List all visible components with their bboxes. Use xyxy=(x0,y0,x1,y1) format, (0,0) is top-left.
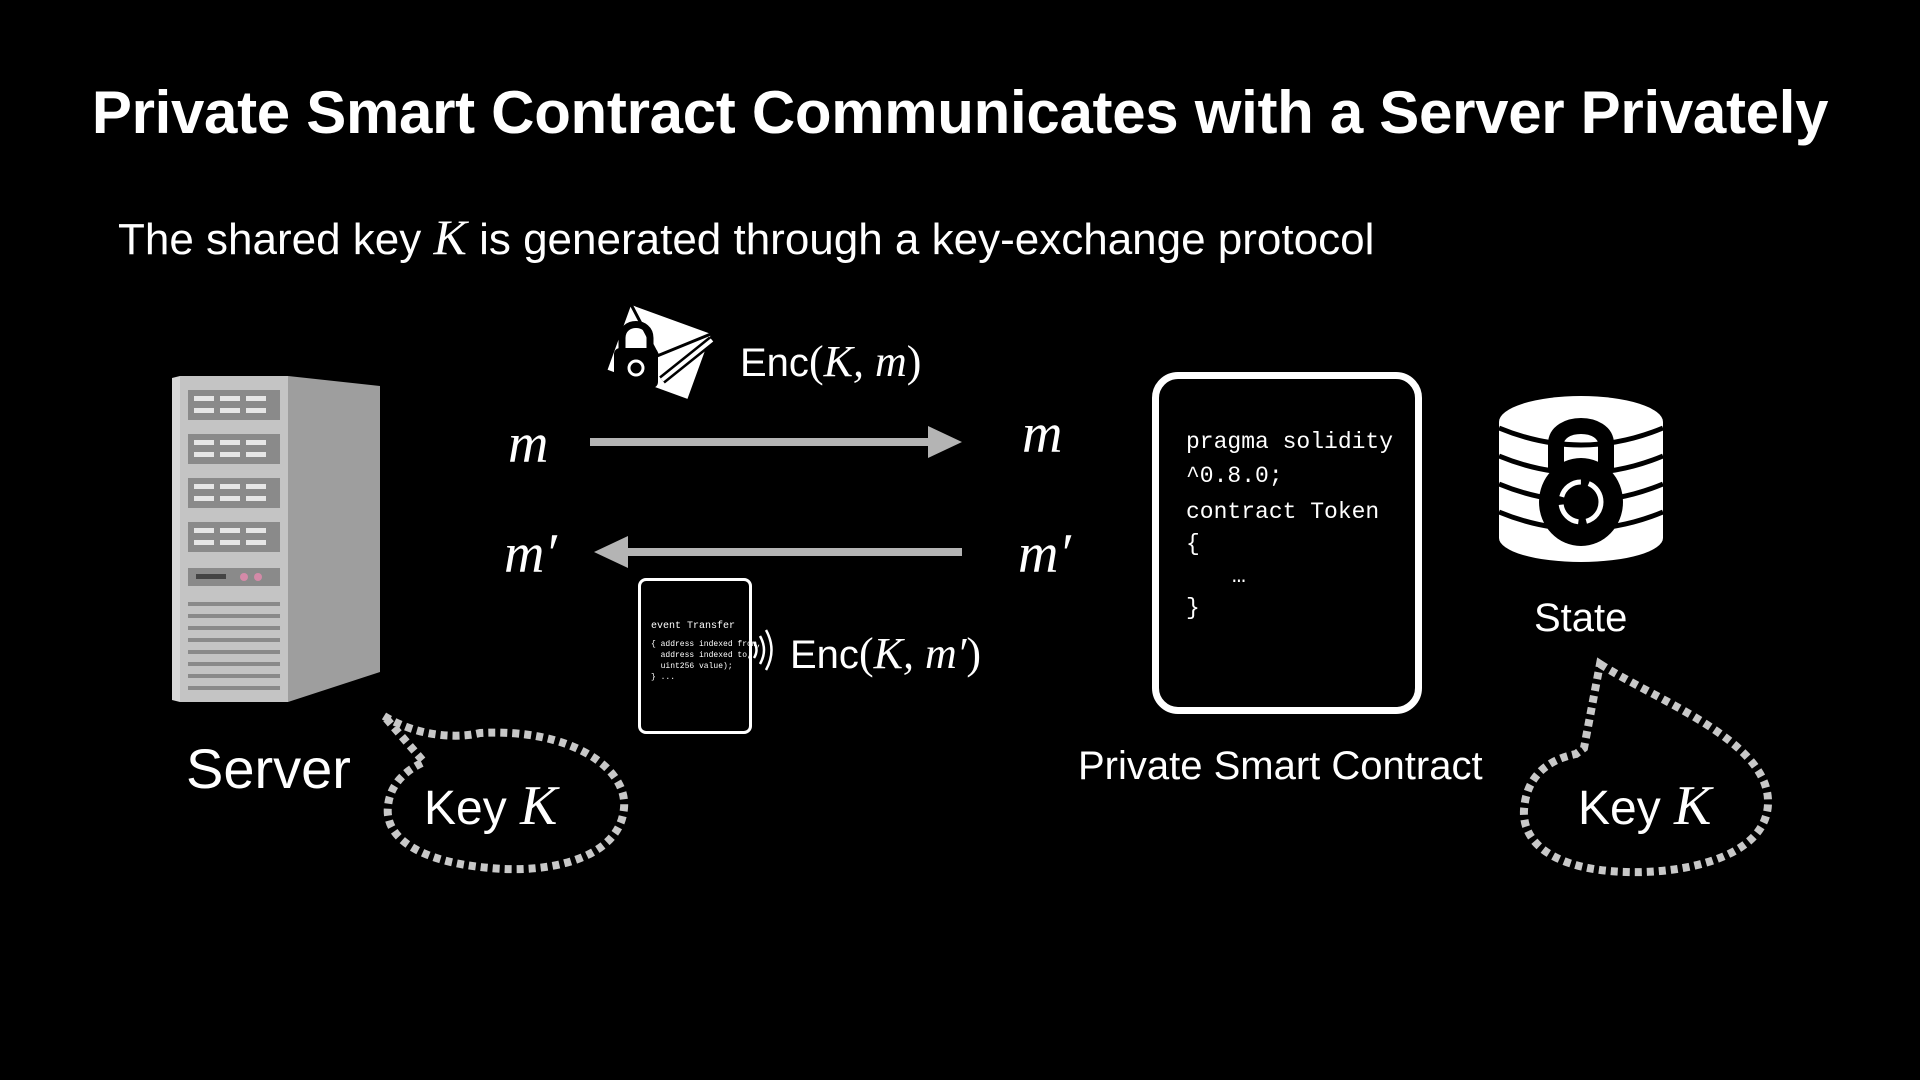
event-snippet-line: } ... xyxy=(651,673,676,682)
locked-database-icon xyxy=(1498,396,1664,562)
state-key-label: Key K xyxy=(1578,774,1711,838)
enc-backward-open: ( xyxy=(858,629,874,678)
message-backward-right: m′ xyxy=(1018,523,1071,585)
slide-title: Private Smart Contract Communicates with… xyxy=(91,79,1829,146)
subtitle-key-variable: K xyxy=(433,209,467,265)
enc-backward-label: Enc(K, m′) xyxy=(790,628,981,679)
message-forward-left: m xyxy=(508,413,549,475)
contract-code-line: ^0.8.0; xyxy=(1186,463,1283,489)
state-label: State xyxy=(1534,596,1628,640)
enc-backward-args: K, m′ xyxy=(873,629,967,678)
subtitle-text-before: The shared key xyxy=(118,215,434,264)
state-key-text: Key xyxy=(1578,782,1675,835)
event-snippet-box: event Transfer { address indexed from, a… xyxy=(638,578,761,734)
state-key-bubble xyxy=(1519,657,1773,877)
contract-code-line: contract Token xyxy=(1186,499,1380,525)
locked-envelope-icon xyxy=(603,301,715,403)
broadcast-waves-icon xyxy=(752,629,773,671)
event-snippet-line: event Transfer xyxy=(651,621,736,632)
contract-code-line: } xyxy=(1186,595,1200,621)
contract-code-line: { xyxy=(1186,531,1200,557)
server-key-label: Key K xyxy=(424,774,557,838)
enc-forward-open: ( xyxy=(808,337,824,386)
forward-arrow xyxy=(590,426,962,458)
event-snippet-line: { address indexed from, xyxy=(651,640,762,649)
contract-code-box: pragma solidity ^0.8.0; contract Token {… xyxy=(1152,372,1422,714)
event-snippet-line: uint256 value); xyxy=(651,662,733,671)
enc-forward-close: ) xyxy=(906,337,922,386)
server-label: Server xyxy=(186,737,351,800)
contract-label: Private Smart Contract xyxy=(1078,744,1483,788)
contract-code-line: … xyxy=(1232,563,1246,589)
backward-arrow xyxy=(594,536,962,568)
contract-code-line: pragma solidity xyxy=(1186,429,1394,455)
state-key-variable: K xyxy=(1674,775,1712,837)
enc-backward-close: ) xyxy=(966,629,981,678)
server-tower-icon xyxy=(172,376,380,702)
slide-subtitle: The shared key K is generated through a … xyxy=(118,208,1374,266)
server-key-variable: K xyxy=(520,775,558,837)
message-forward-right: m xyxy=(1022,403,1063,465)
enc-forward-label: Enc(K, m) xyxy=(740,336,921,387)
enc-forward-fn: Enc xyxy=(740,341,809,385)
enc-backward-fn: Enc xyxy=(790,633,859,677)
subtitle-text-after: is generated through a key-exchange prot… xyxy=(466,215,1375,264)
server-key-bubble xyxy=(380,712,629,874)
event-snippet-line: address indexed to, xyxy=(651,651,752,660)
message-backward-left: m′ xyxy=(504,523,557,585)
server-key-text: Key xyxy=(424,782,521,835)
enc-forward-args: K, m xyxy=(823,337,907,386)
